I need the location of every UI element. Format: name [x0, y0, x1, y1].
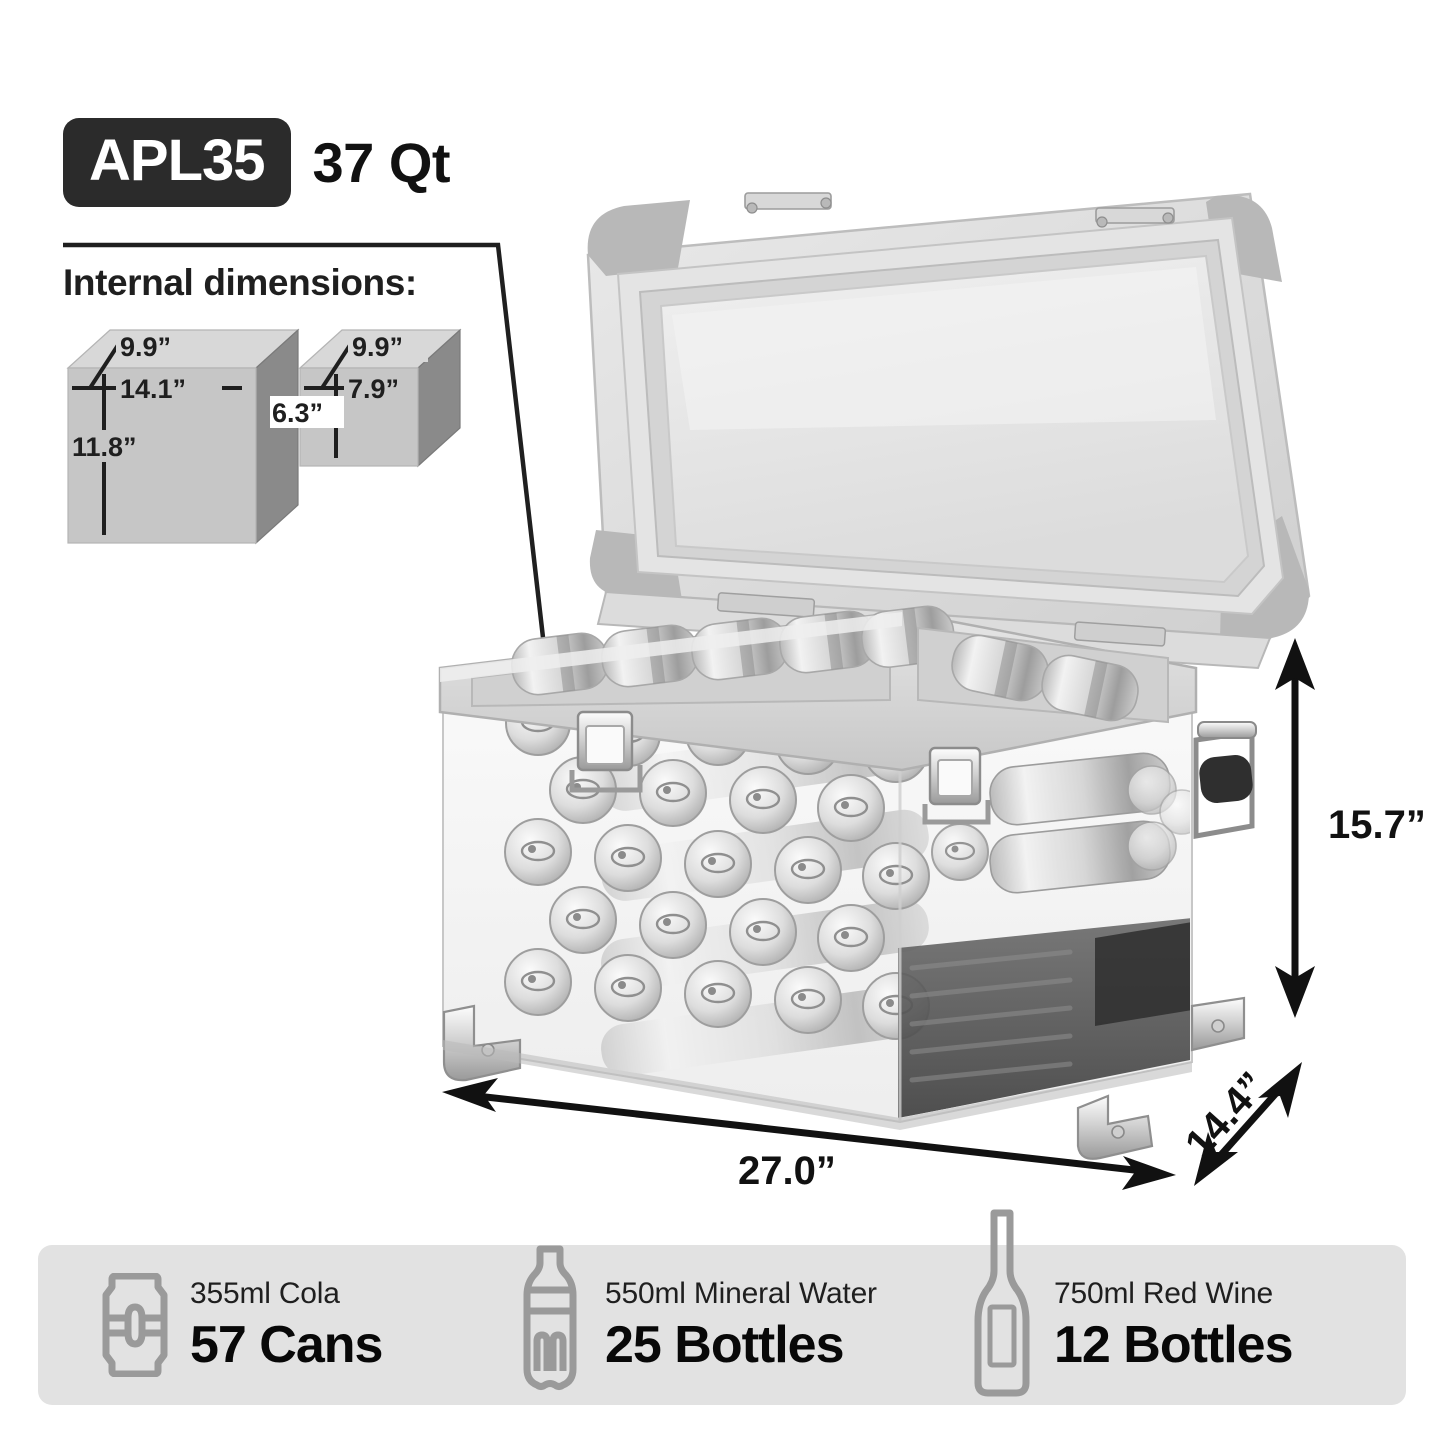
- tray-cans-right: [951, 634, 1139, 722]
- corner-bracket-front-right: [1076, 1094, 1154, 1160]
- latch-right[interactable]: [922, 746, 991, 825]
- compressor-compartment: [898, 918, 1190, 1118]
- can-row-3: [504, 818, 930, 910]
- capacity-item-cola: 355ml Cola 57 Cans: [98, 1245, 383, 1405]
- capacity-wine-count: 12 Bottles: [1054, 1316, 1294, 1374]
- box-large-depth-label: 9.9”: [120, 332, 171, 362]
- header: APL35 37 Qt: [63, 118, 451, 207]
- capacity-item-wine: 750ml Red Wine 12 Bottles: [968, 1209, 1294, 1405]
- side-carry-handle[interactable]: [1193, 721, 1257, 839]
- can-row-5: [504, 948, 930, 1040]
- box-small-depth-label: 9.9”: [352, 332, 403, 362]
- internal-box-small: 9.9” 7.9” 6.3”: [270, 328, 462, 485]
- lid-hinge-right: [1095, 207, 1175, 228]
- capacity-wine-description: 750ml Red Wine: [1054, 1277, 1273, 1310]
- right-compartment-cans: [931, 752, 1190, 894]
- soda-can-icon: [102, 1273, 168, 1377]
- capacity-summary-bar: 355ml Cola 57 Cans 550ml Mineral Water 2…: [38, 1209, 1406, 1405]
- lid-hinge-left: [744, 192, 832, 214]
- box-large-height-label: 11.8”: [72, 432, 137, 462]
- capacity-water-count: 25 Bottles: [605, 1316, 845, 1374]
- wine-bottle-icon: [974, 1209, 1030, 1397]
- capacity-cola-count: 57 Cans: [190, 1316, 383, 1374]
- internal-box-large: 9.9” 14.1” 11.8”: [66, 328, 300, 575]
- capacity-water-description: 550ml Mineral Water: [605, 1277, 877, 1310]
- box-small-height-label: 6.3”: [272, 398, 323, 428]
- fridge-lid: [586, 192, 1311, 640]
- box-large-width-label: 14.1”: [120, 374, 186, 404]
- latch-left[interactable]: [569, 710, 643, 793]
- capacity-item-water: 550ml Mineral Water 25 Bottles: [513, 1245, 877, 1405]
- can-row-4: [549, 886, 885, 972]
- corner-bracket-back-right: [1190, 996, 1246, 1052]
- box-small-width-label: 7.9”: [348, 374, 399, 404]
- water-bottle-icon: [523, 1245, 577, 1390]
- capacity-label: 37 Qt: [312, 130, 451, 194]
- capacity-cola-description: 355ml Cola: [190, 1277, 340, 1310]
- model-badge: APL35: [63, 118, 291, 207]
